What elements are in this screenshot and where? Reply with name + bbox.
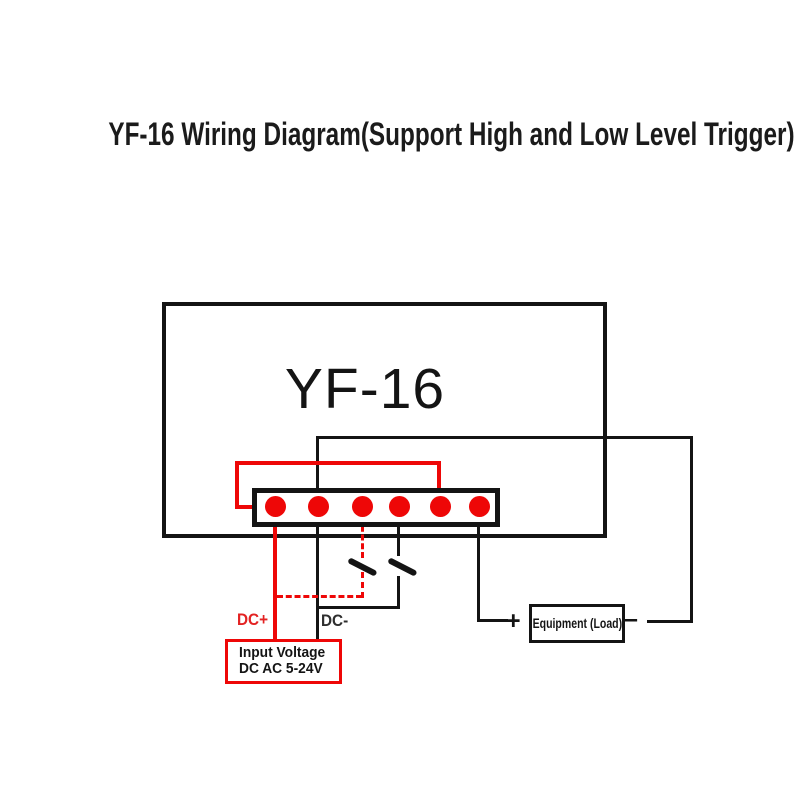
wire-red-jumper-left-stub bbox=[235, 505, 267, 509]
wire-load-return-vertical bbox=[316, 436, 319, 639]
load-plus-sign: + bbox=[506, 607, 521, 635]
wire-trigger-black-upper bbox=[397, 508, 400, 556]
equipment-load-label: Equipment (Load) bbox=[532, 616, 622, 631]
page-title-text: YF-16 Wiring Diagram(Support High and Lo… bbox=[108, 116, 795, 152]
wire-load-plus-horizontal bbox=[477, 619, 508, 622]
wire-trigger-black-lower bbox=[397, 576, 400, 609]
wire-load-plus-vertical bbox=[477, 508, 480, 622]
terminal-dot-1 bbox=[264, 496, 286, 517]
terminal-dot-6 bbox=[468, 496, 490, 517]
wire-red-jumper-top bbox=[235, 461, 440, 465]
equipment-load-box: Equipment (Load) bbox=[529, 604, 625, 643]
wire-red-jumper-left bbox=[235, 461, 239, 508]
wire-load-return-bottom bbox=[647, 620, 692, 623]
wire-load-return-top bbox=[316, 436, 693, 439]
wire-red-jumper-right bbox=[437, 461, 441, 507]
input-voltage-box: Input Voltage DC AC 5-24V bbox=[225, 639, 342, 684]
wire-trigger-black-horizontal bbox=[316, 606, 400, 609]
input-voltage-line2: DC AC 5-24V bbox=[239, 661, 323, 677]
module-label: YF-16 bbox=[284, 357, 446, 421]
page-title: YF-16 Wiring Diagram(Support High and Lo… bbox=[0, 116, 800, 153]
wire-trigger-dashed-horizontal bbox=[277, 595, 362, 598]
wire-load-return-right bbox=[690, 436, 693, 623]
input-voltage-line1: Input Voltage bbox=[239, 645, 326, 661]
load-minus-sign: – bbox=[624, 605, 638, 633]
wire-dc-plus bbox=[273, 508, 277, 639]
wire-trigger-dashed-lower bbox=[361, 572, 364, 598]
terminal-dot-4 bbox=[388, 496, 410, 517]
switch-contact-2 bbox=[387, 557, 418, 577]
wire-trigger-dashed-upper bbox=[361, 517, 364, 558]
terminal-dot-5 bbox=[429, 496, 451, 517]
terminal-dot-3 bbox=[351, 496, 373, 517]
terminal-dot-2 bbox=[307, 496, 329, 517]
dc-minus-label: DC- bbox=[321, 611, 349, 630]
dc-plus-label: DC+ bbox=[237, 610, 269, 629]
terminal-block bbox=[252, 488, 500, 527]
